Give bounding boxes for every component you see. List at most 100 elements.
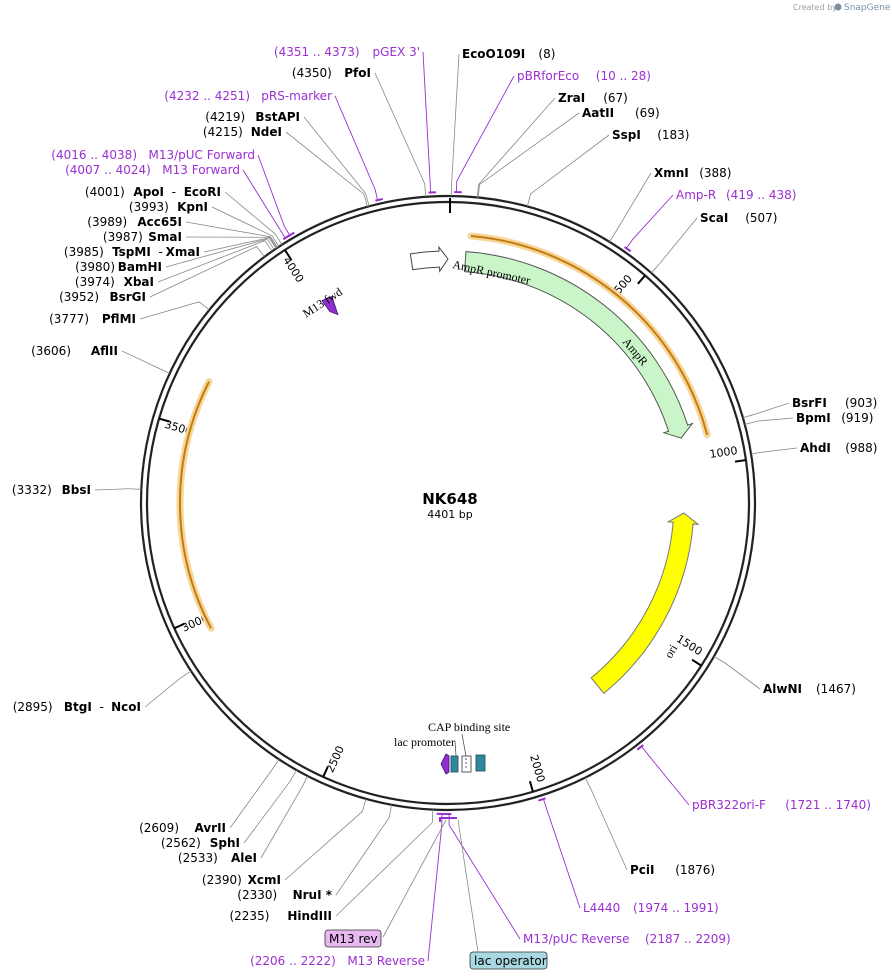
primer-label-pgex-3-[interactable]: pGEX 3'(4351 .. 4373) bbox=[274, 45, 420, 59]
svg-text:HindIII: HindIII bbox=[287, 909, 332, 923]
site-label-apoi[interactable]: EcoRI-ApoI(4001) bbox=[85, 185, 221, 199]
svg-text:(10 .. 28): (10 .. 28) bbox=[596, 69, 651, 83]
site-label-xcmi[interactable]: XcmI(2390) bbox=[202, 873, 281, 887]
ampr-feature-arrow[interactable] bbox=[464, 251, 694, 439]
site-labels[interactable]: EcoO109I(8) ZraI(67)AatII (69) SspI(183) Xmn… bbox=[12, 47, 878, 923]
primer-label-m13-reverse[interactable]: M13 Reverse(2206 .. 2222) bbox=[250, 954, 425, 968]
site-label-bpmi[interactable]: BpmI(919) bbox=[796, 411, 873, 425]
primer-label-prs-marker[interactable]: pRS-marker(4232 .. 4251) bbox=[164, 89, 332, 103]
site-label-pfoi[interactable]: PfoI(4350) bbox=[292, 66, 371, 80]
ori-feature-arrow[interactable] bbox=[590, 512, 700, 695]
svg-text:ZraI: ZraI bbox=[558, 91, 585, 105]
site-label-bsrgi[interactable]: BsrGI(3952) bbox=[59, 290, 146, 304]
svg-text:(3606): (3606) bbox=[31, 344, 71, 358]
site-label-xmni[interactable]: XmnI(388) bbox=[654, 166, 731, 180]
site-label-zrai[interactable]: ZraI(67) bbox=[558, 91, 628, 105]
primer-label-m13-puc-reverse[interactable]: M13/pUC Reverse(2187 .. 2209) bbox=[523, 932, 731, 946]
site-label-kpni[interactable]: KpnI(3993) bbox=[129, 200, 208, 214]
orf-arc[interactable] bbox=[470, 234, 709, 436]
site-label-avrii[interactable]: AvrII(2609) bbox=[139, 821, 226, 835]
orf-arc[interactable] bbox=[179, 381, 212, 629]
svg-text:BsrFI: BsrFI bbox=[792, 396, 827, 410]
site-label-ahdi[interactable]: AhdI(988) bbox=[800, 441, 877, 455]
svg-text:(69): (69) bbox=[635, 106, 660, 120]
m13-rev-primer-arrow[interactable] bbox=[440, 753, 450, 775]
svg-text:(3332): (3332) bbox=[12, 483, 52, 497]
svg-text:(1974 .. 1991): (1974 .. 1991) bbox=[633, 901, 719, 915]
site-label-bbsi[interactable]: BbsI(3332) bbox=[12, 483, 91, 497]
site-label-hindiii[interactable]: HindIII (2235) bbox=[229, 909, 332, 923]
svg-text:M13/pUC Forward: M13/pUC Forward bbox=[148, 148, 255, 162]
primer-label-m13-forward[interactable]: M13 Forward(4007 .. 4024) bbox=[65, 163, 240, 177]
primer-label-amp-r[interactable]: Amp-R(419 .. 438) bbox=[676, 188, 796, 202]
feature-label-m13-fwd[interactable]: M13 fwd bbox=[300, 285, 345, 321]
primer-label-m13-puc-forward[interactable]: M13/pUC Forward (4016 .. 4038) bbox=[51, 148, 255, 162]
site-label-ndei[interactable]: NdeI(4215) bbox=[203, 125, 282, 139]
primer-labels[interactable]: pBRforEco(10 .. 28) Amp-R(419 .. 438) pBR3… bbox=[51, 45, 871, 968]
cap-binding-site-box[interactable] bbox=[475, 754, 486, 772]
lac-promoter-box[interactable] bbox=[461, 755, 472, 773]
ampr-promoter-arrow[interactable] bbox=[409, 245, 449, 273]
feature-label-lac-promoter[interactable]: lac promoter bbox=[394, 735, 455, 749]
site-label-scai[interactable]: ScaI(507) bbox=[700, 211, 777, 225]
tick-mark bbox=[734, 459, 747, 463]
svg-text:PfoI: PfoI bbox=[344, 66, 371, 80]
svg-text:(4351 .. 4373): (4351 .. 4373) bbox=[274, 45, 360, 59]
m13-fwd-primer-arrow[interactable] bbox=[321, 296, 339, 316]
svg-text:SphI: SphI bbox=[210, 836, 240, 850]
site-label-nrui-[interactable]: NruI *(2330) bbox=[237, 888, 332, 902]
svg-text:BtgI: BtgI bbox=[64, 700, 92, 714]
svg-text:ApoI: ApoI bbox=[133, 185, 164, 199]
feature-arcs bbox=[321, 245, 700, 695]
svg-text:AatII: AatII bbox=[582, 106, 614, 120]
site-label-bsrfi[interactable]: BsrFI(903) bbox=[792, 396, 877, 410]
site-label-sspi[interactable]: SspI(183) bbox=[612, 128, 689, 142]
site-label-pcii[interactable]: PciI(1876) bbox=[630, 863, 715, 877]
site-label-acc65i[interactable]: Acc65I(3989) bbox=[87, 215, 182, 229]
site-label-smai[interactable]: SmaI(3987) bbox=[103, 230, 182, 244]
site-label-xbai[interactable]: XbaI(3974) bbox=[75, 275, 154, 289]
lac-operator-box[interactable] bbox=[450, 755, 459, 773]
tag-lac-operator[interactable]: lac operator bbox=[469, 951, 548, 970]
svg-text:(919): (919) bbox=[841, 411, 873, 425]
site-label-aatii[interactable]: AatII (69) bbox=[582, 106, 660, 120]
svg-text:pBR322ori-F: pBR322ori-F bbox=[692, 798, 766, 812]
site-label-tspmi[interactable]: XmaI-TspMI(3985) bbox=[64, 245, 200, 259]
primer-label-l4440[interactable]: L4440(1974 .. 1991) bbox=[583, 901, 719, 915]
site-label-sphi[interactable]: SphI (2562) bbox=[161, 836, 240, 850]
svg-text:(2235): (2235) bbox=[229, 909, 269, 923]
credit-prefix: Created by bbox=[793, 3, 837, 12]
lac-region-features[interactable] bbox=[440, 733, 486, 775]
svg-text:XmaI: XmaI bbox=[166, 245, 200, 259]
svg-text:(2206 .. 2222): (2206 .. 2222) bbox=[250, 954, 336, 968]
svg-text:SspI: SspI bbox=[612, 128, 641, 142]
tag-m13-rev[interactable]: M13 rev bbox=[324, 929, 382, 948]
tick-mark bbox=[158, 417, 170, 423]
svg-text:(2330): (2330) bbox=[237, 888, 277, 902]
primer-label-pbr322ori-f[interactable]: pBR322ori-F (1721 .. 1740) bbox=[692, 798, 871, 812]
tick-mark bbox=[691, 658, 702, 667]
svg-text:(988): (988) bbox=[845, 441, 877, 455]
site-label-alei[interactable]: AleI(2533) bbox=[178, 851, 257, 865]
tick-mark bbox=[528, 780, 534, 793]
site-label-btgi[interactable]: NcoI-BtgI(2895) bbox=[13, 700, 141, 714]
svg-text:-: - bbox=[99, 700, 103, 714]
site-label-aflii[interactable]: AflII(3606) bbox=[31, 344, 118, 358]
svg-text:-: - bbox=[158, 245, 162, 259]
svg-text:(419 .. 438): (419 .. 438) bbox=[726, 188, 796, 202]
svg-text:BamHI: BamHI bbox=[118, 260, 162, 274]
svg-text:(2562): (2562) bbox=[161, 836, 201, 850]
site-label-alwni[interactable]: AlwNI(1467) bbox=[763, 682, 856, 696]
svg-text:BstAPI: BstAPI bbox=[255, 110, 300, 124]
primer-label-pbrforeco[interactable]: pBRforEco(10 .. 28) bbox=[517, 69, 651, 83]
svg-text:(4016 .. 4038): (4016 .. 4038) bbox=[51, 148, 137, 162]
svg-text:(1721 .. 1740): (1721 .. 1740) bbox=[785, 798, 871, 812]
svg-text:BsrGI: BsrGI bbox=[109, 290, 146, 304]
site-label-bstapi[interactable]: BstAPI(4219) bbox=[205, 110, 300, 124]
site-label-pflmi[interactable]: PflMI(3777) bbox=[49, 312, 136, 326]
feature-label-cap-binding-site[interactable]: CAP binding site bbox=[428, 720, 510, 734]
tick-mark bbox=[284, 249, 292, 260]
site-label-bamhi[interactable]: BamHI(3980) bbox=[75, 260, 162, 274]
site-label-ecoo109i[interactable]: EcoO109I(8) bbox=[462, 47, 555, 61]
svg-text:SmaI: SmaI bbox=[148, 230, 182, 244]
